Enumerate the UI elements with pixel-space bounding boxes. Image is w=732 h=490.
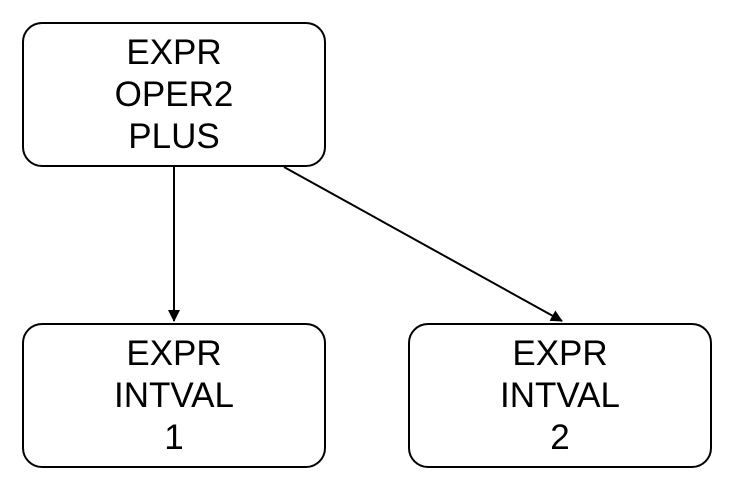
node-right: EXPR INTVAL 2 <box>408 323 712 468</box>
node-right-line-3: 2 <box>550 417 570 457</box>
node-right-line-1: EXPR <box>512 333 608 373</box>
node-root-line-3: PLUS <box>128 116 220 156</box>
node-root: EXPR OPER2 PLUS <box>22 22 326 167</box>
node-root-line-2: OPER2 <box>114 74 234 114</box>
node-right-line-2: INTVAL <box>500 375 620 415</box>
node-left: EXPR INTVAL 1 <box>22 323 326 468</box>
node-left-line-2: INTVAL <box>114 375 234 415</box>
node-root-line-1: EXPR <box>126 32 222 72</box>
node-left-line-1: EXPR <box>126 333 222 373</box>
edge-root-to-right <box>283 166 563 322</box>
node-left-line-3: 1 <box>164 417 184 457</box>
